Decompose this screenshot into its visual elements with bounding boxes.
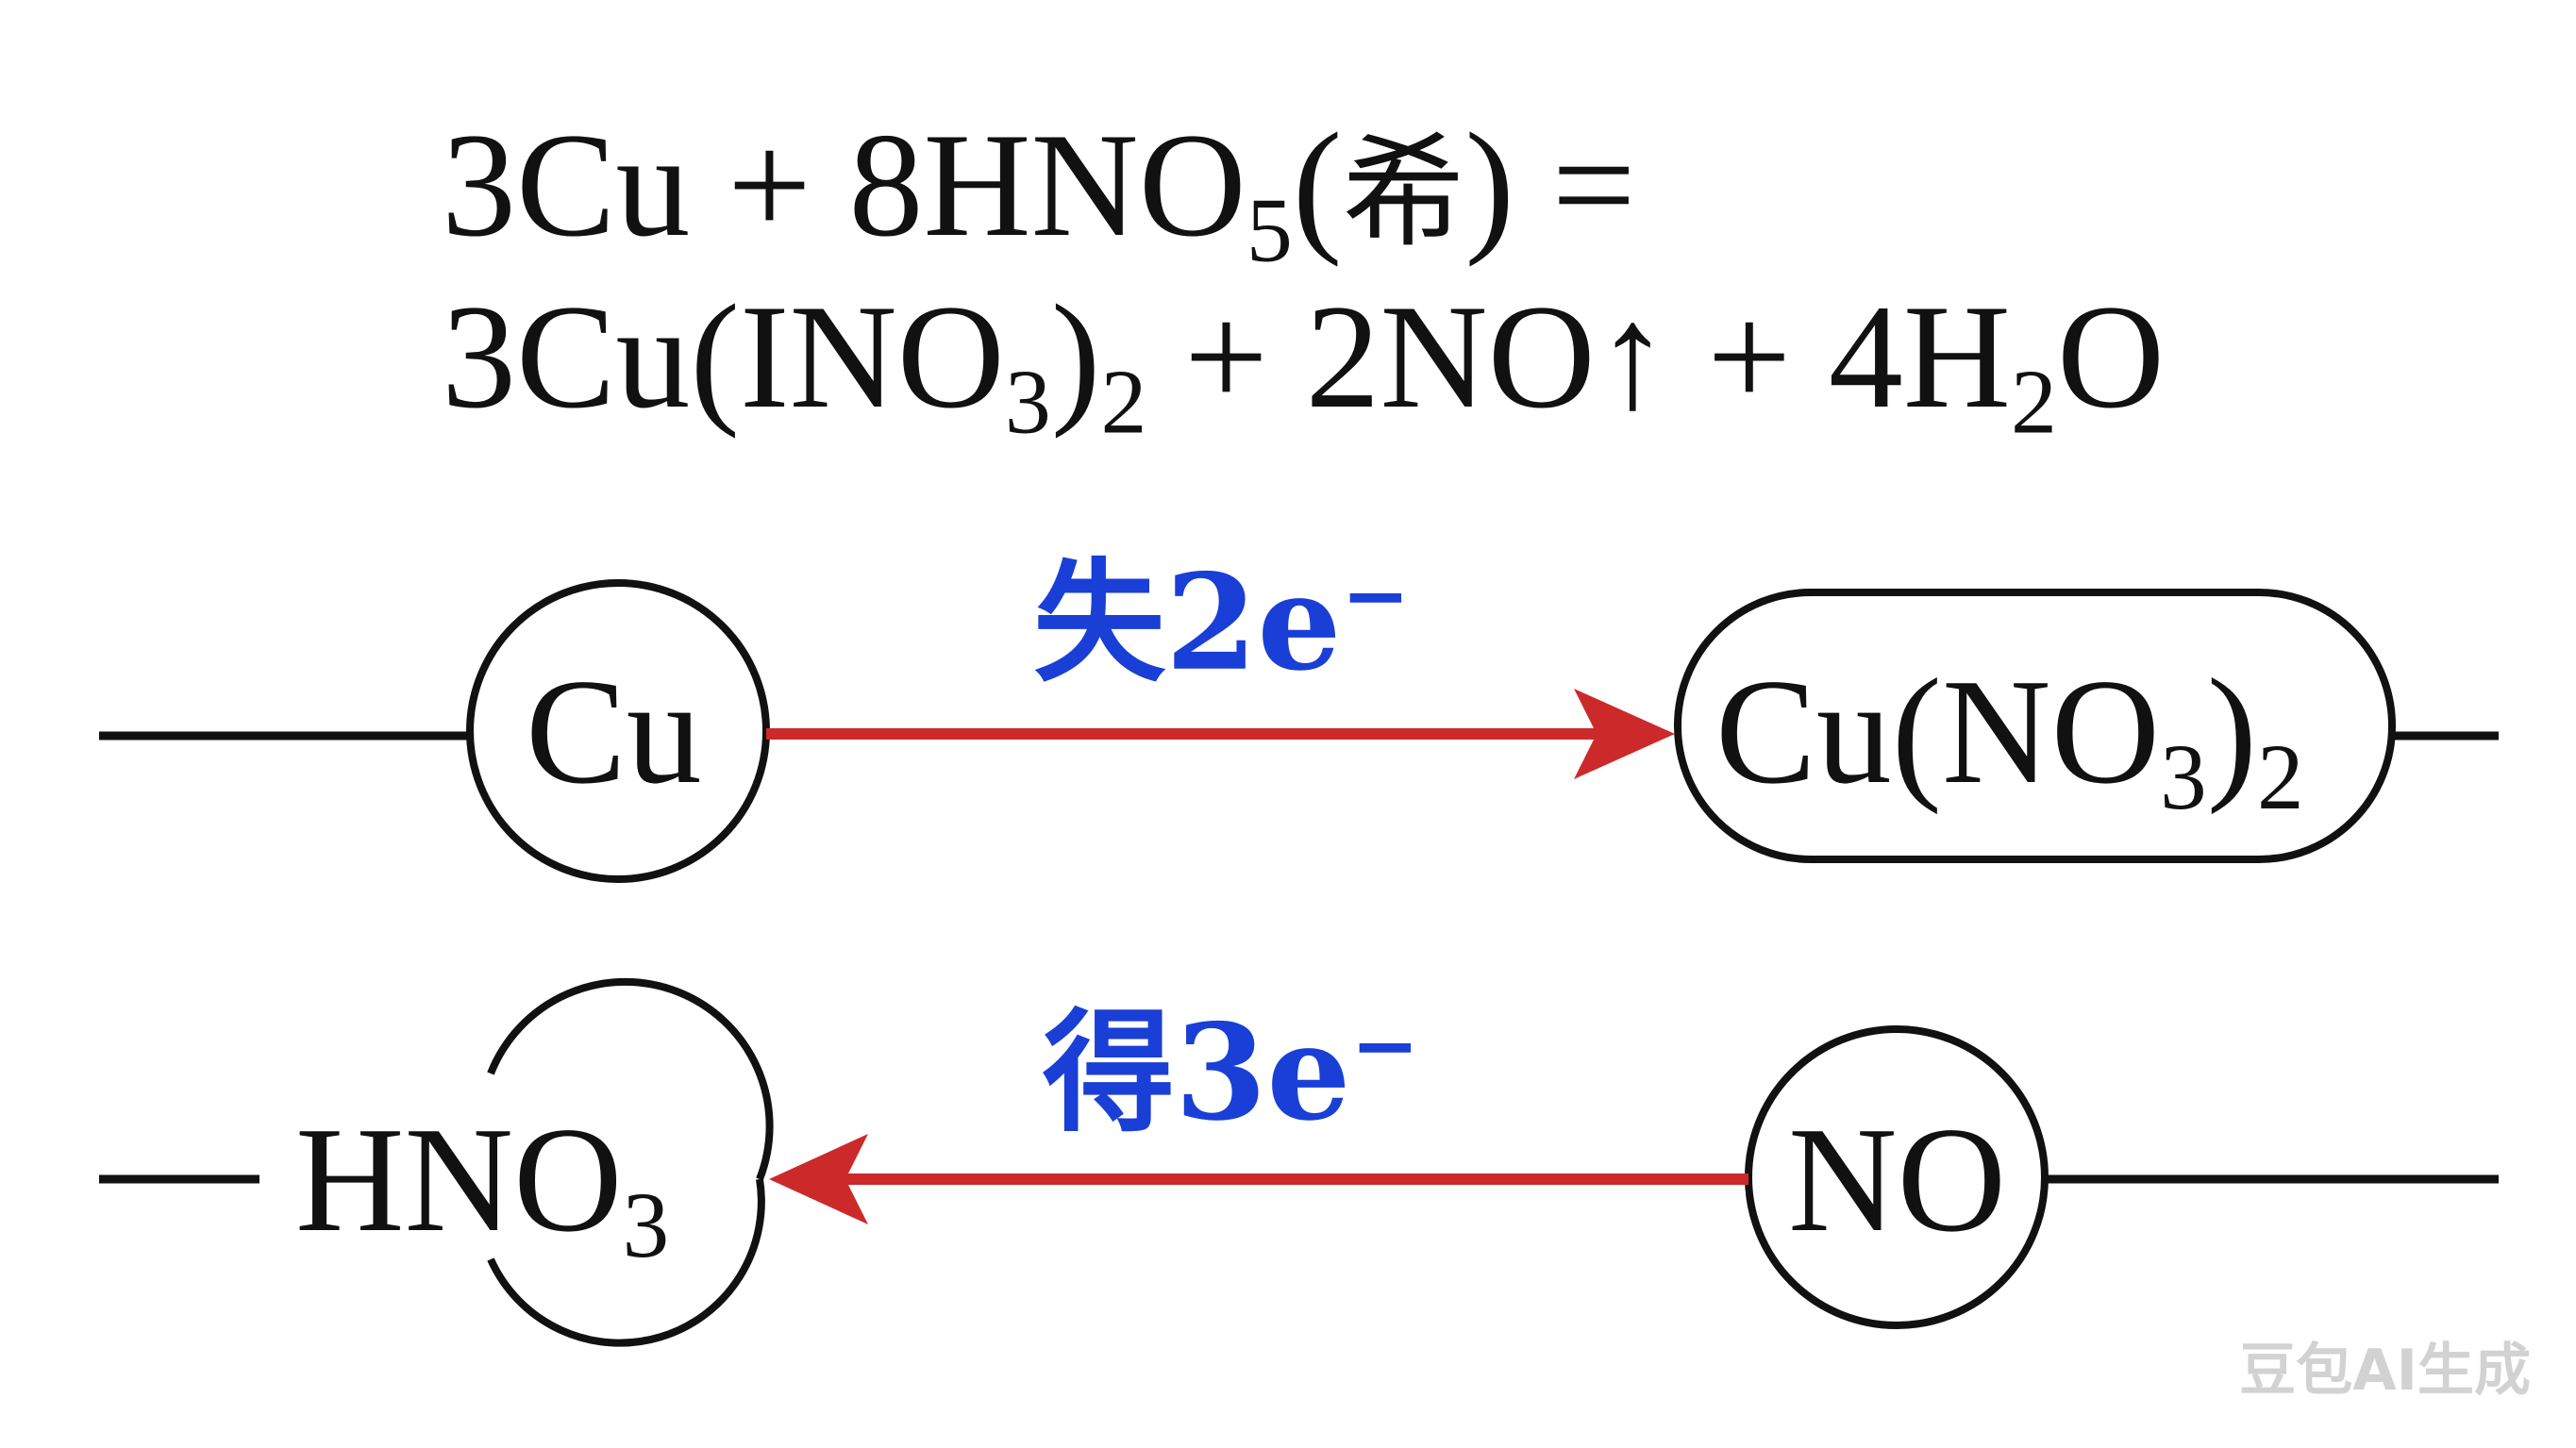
condition-close: )	[1464, 103, 1515, 268]
cu-node-label: Cu	[526, 647, 702, 815]
condition-dilute: 希	[1342, 121, 1465, 264]
reactant-cu: 3Cu	[442, 103, 691, 268]
no-node-label: NO	[1788, 1095, 2007, 1263]
equals-sign: =	[1551, 103, 1636, 268]
gain-electron-arrowhead	[769, 1134, 868, 1224]
equation-line-1: 3Cu + 8HNO5(希) =	[442, 111, 1636, 277]
hno3-node-label: HNO3	[295, 1095, 670, 1277]
condition-open: (	[1292, 103, 1343, 268]
lose-electron-arrowhead	[1574, 689, 1675, 779]
hno3-circle-arc-bottom	[487, 1178, 765, 1347]
cuno3-pill	[1674, 589, 2396, 863]
gain-electron-label: 得3e−	[1043, 995, 1420, 1151]
plus-sign: +	[1707, 275, 1792, 440]
plus-sign: +	[727, 103, 811, 268]
lose-electron-label: 失2e−	[1033, 545, 1411, 701]
product-no: 2NO↑	[1305, 275, 1670, 440]
plus-sign: +	[1183, 275, 1269, 440]
cuno3-node-label: Cu(NO3)2	[1715, 647, 2304, 829]
watermark: 豆包AI生成	[2239, 1338, 2531, 1404]
gas-arrow-icon: ↑	[1595, 275, 1670, 440]
equation-line-2: 3Cu(INO3)2 + 2NO↑ + 4H2O	[442, 283, 2165, 449]
hno3-circle-arc-top	[487, 977, 774, 1181]
product-cuno3: 3Cu(INO3)2	[442, 275, 1147, 454]
reactant-hno3: 8HNO5	[848, 103, 1293, 282]
product-h2o: 4H2O	[1828, 275, 2166, 454]
